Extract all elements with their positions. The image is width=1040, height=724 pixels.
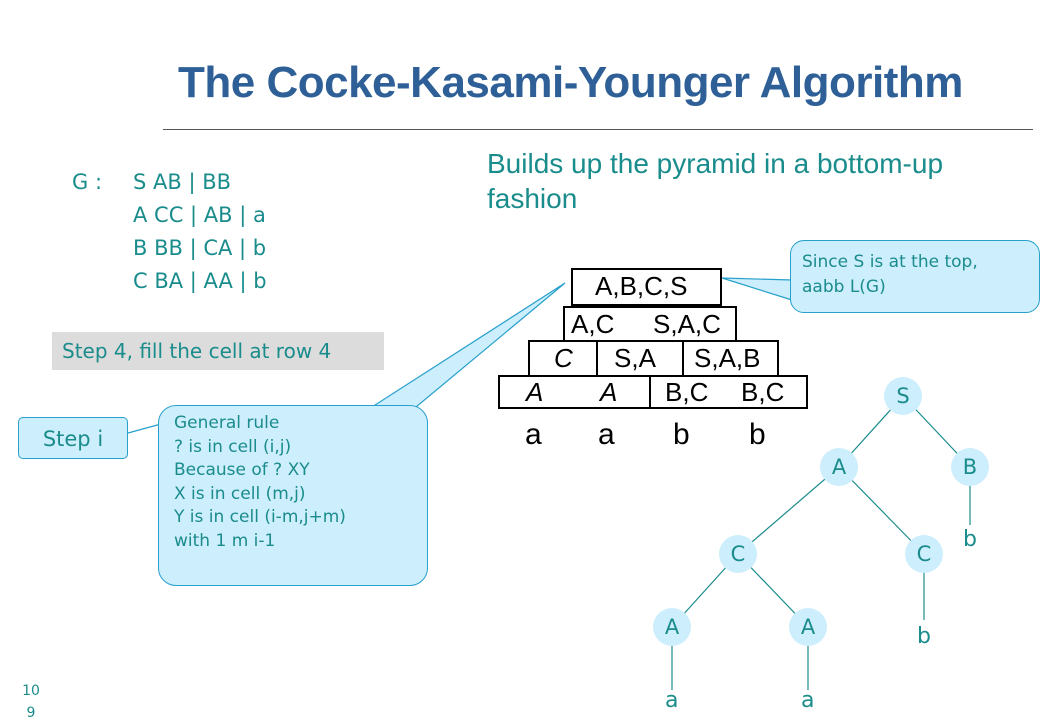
grammar-label: G : (72, 170, 103, 194)
since-callout-pointer (721, 277, 793, 301)
tree-leaf: a (665, 688, 679, 713)
rule-line: X is in cell (m,j) (174, 483, 306, 504)
grammar-rule: B BB | CA | b (133, 236, 267, 260)
rule-line: ? is in cell (i,j) (174, 436, 292, 457)
cell-text: S,A,C (653, 309, 721, 339)
pyramid-row2-cell: S,A (596, 340, 684, 377)
input-symbol: a (598, 418, 615, 451)
cell-text: B,C (665, 377, 709, 407)
pyramid-row3-cell: A,C S,A,C (563, 306, 737, 342)
step4-label: Step 4, fill the cell at row 4 (52, 332, 384, 370)
step-i-label: Step i (18, 417, 128, 459)
cell-text: B,C (741, 377, 785, 407)
tree-node: S (884, 377, 922, 415)
tree-node: A (820, 448, 858, 486)
tree-node: A (653, 608, 691, 646)
tree-node: C (905, 535, 943, 573)
pyramid-row2-cell: S,A,B (682, 340, 779, 377)
input-symbol: b (673, 418, 690, 451)
cell-text: A (526, 377, 544, 407)
since-line: aabb L(G) (802, 277, 886, 297)
cell-text: A (600, 377, 618, 407)
grammar-rule: S AB | BB (133, 170, 232, 194)
page-title: The Cocke-Kasami-Younger Algorithm (178, 58, 963, 107)
tree-leaf: a (801, 688, 815, 713)
input-symbol: a (525, 418, 542, 451)
since-callout: Since S is at the top, aabb L(G) (790, 240, 1040, 313)
tree-leaf: b (963, 527, 977, 552)
cell-text: A,B,C,S (595, 271, 688, 301)
tree-leaf: b (917, 624, 931, 649)
tree-node: C (719, 535, 757, 573)
cell-text: S,A (614, 343, 656, 373)
page-number-line: 10 (22, 683, 40, 699)
title-underline (163, 129, 1033, 130)
rule-line: with 1 m i-1 (174, 530, 276, 551)
cell-text: A,C (571, 309, 615, 339)
cell-text: S,A,B (694, 343, 761, 373)
since-line: Since S is at the top, (802, 252, 978, 272)
tree-node: B (951, 448, 989, 486)
pyramid-row2-cell: C (528, 340, 598, 377)
pyramid-row1-cell: B,C B,C (649, 375, 808, 409)
pyramid-row1-cell: A A (498, 375, 651, 409)
input-symbol: b (749, 418, 766, 451)
grammar-rule: A CC | AB | a (133, 203, 266, 227)
cell-text: C (554, 343, 573, 373)
general-rule-callout: General rule ? is in cell (i,j) Because … (158, 405, 428, 586)
rule-line: Y is in cell (i-m,j+m) (174, 507, 346, 527)
page-number: 10 9 (16, 680, 46, 724)
rule-line: Because of ? XY (174, 460, 310, 480)
rule-line: General rule (174, 413, 280, 433)
tree-node: A (789, 608, 827, 646)
subtitle: Builds up the pyramid in a bottom-up fas… (487, 148, 944, 214)
page-number-line: 9 (26, 705, 36, 721)
grammar-rule: C BA | AA | b (133, 269, 267, 293)
pyramid-row4-cell: A,B,C,S (571, 268, 722, 306)
